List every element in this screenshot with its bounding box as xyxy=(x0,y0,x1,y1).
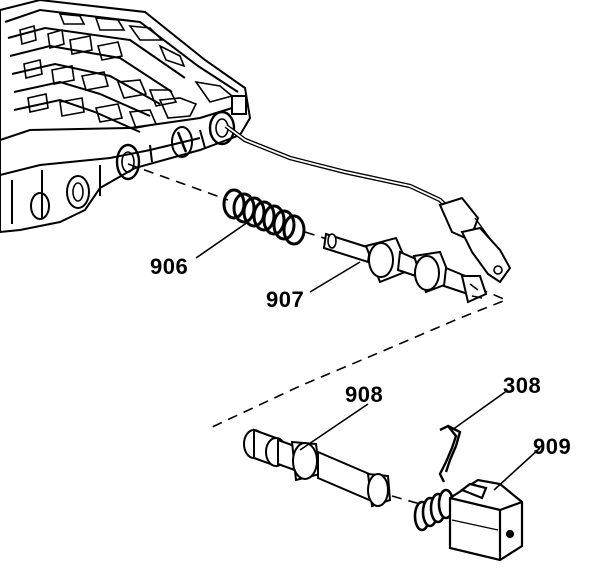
spring-906 xyxy=(222,188,306,246)
callout-906: 906 xyxy=(150,254,189,279)
actuator-909 xyxy=(413,478,524,562)
linkage-cable xyxy=(224,124,512,284)
callout-308: 308 xyxy=(503,373,542,398)
leader-lines xyxy=(195,221,541,491)
retainer-clip-308 xyxy=(438,424,462,483)
callout-909: 909 xyxy=(533,434,572,459)
valve-907 xyxy=(322,232,488,304)
valve-908 xyxy=(243,428,392,508)
valve-body xyxy=(0,0,252,234)
callout-908: 908 xyxy=(345,382,384,407)
callout-907: 907 xyxy=(266,287,305,312)
